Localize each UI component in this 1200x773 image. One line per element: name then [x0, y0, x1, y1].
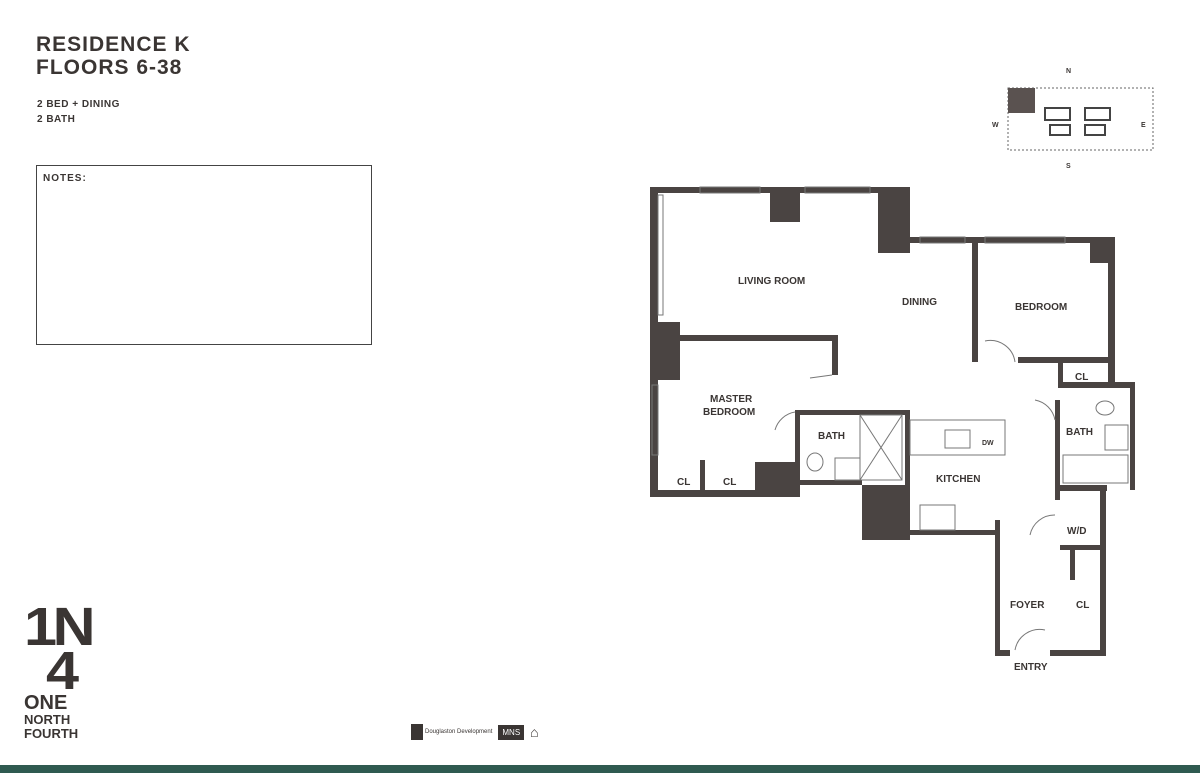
label-closet: CL	[677, 477, 690, 488]
label-bath: BATH	[1066, 427, 1093, 438]
label-closet: CL	[1076, 600, 1089, 611]
label-foyer: FOYER	[1010, 600, 1045, 611]
bathroom-count: 2 BATH	[37, 114, 76, 125]
developer-name: Douglaston Development	[425, 729, 493, 735]
logo-line-fourth: FOURTH	[24, 726, 79, 741]
compass-west: W	[992, 122, 999, 129]
logo-mark-bottom: 4	[46, 641, 79, 701]
label-dining: DINING	[902, 297, 937, 308]
label-closet: CL	[723, 477, 736, 488]
unit-summary: 2 BED + DINING 2 BATH	[37, 97, 120, 127]
label-master-bedroom: BEDROOM	[703, 407, 755, 418]
label-kitchen: KITCHEN	[936, 474, 980, 485]
label-bedroom: BEDROOM	[1015, 302, 1067, 313]
compass-south: S	[1066, 163, 1071, 170]
fixtures	[651, 186, 1129, 651]
compass-north: N	[1066, 68, 1071, 75]
label-master: MASTER	[710, 394, 753, 405]
partner-logos: Douglaston Development MNS ⌂	[411, 724, 539, 740]
compass-east: E	[1141, 122, 1146, 129]
one-north-fourth-logo: 1N 4 ONE NORTH FOURTH	[24, 600, 96, 741]
notes-box: NOTES:	[36, 165, 372, 345]
label-living-room: LIVING ROOM	[738, 276, 805, 287]
label-dishwasher: DW	[982, 440, 994, 447]
label-entry: ENTRY	[1014, 662, 1048, 673]
logo-line-north: NORTH	[24, 712, 71, 727]
unit-highlight	[1008, 88, 1035, 113]
notes-label: NOTES:	[43, 173, 87, 184]
floors-range: FLOORS 6-38	[36, 56, 183, 79]
label-closet: CL	[1075, 372, 1088, 383]
douglaston-logo: Douglaston Development	[411, 724, 492, 740]
walls	[650, 187, 1135, 656]
residence-name: RESIDENCE K	[36, 33, 191, 56]
key-plan: N S W E	[992, 68, 1154, 170]
logo-line-one: ONE	[24, 692, 68, 714]
bedroom-count: 2 BED + DINING	[37, 99, 120, 110]
footer-bar	[0, 765, 1200, 773]
logo-mark-top: 1N	[24, 597, 96, 657]
label-bath-master: BATH	[818, 431, 845, 442]
label-washer-dryer: W/D	[1067, 526, 1086, 537]
equal-housing-icon: ⌂	[530, 724, 539, 740]
mns-logo: MNS	[498, 724, 525, 740]
building-icon	[411, 724, 423, 740]
